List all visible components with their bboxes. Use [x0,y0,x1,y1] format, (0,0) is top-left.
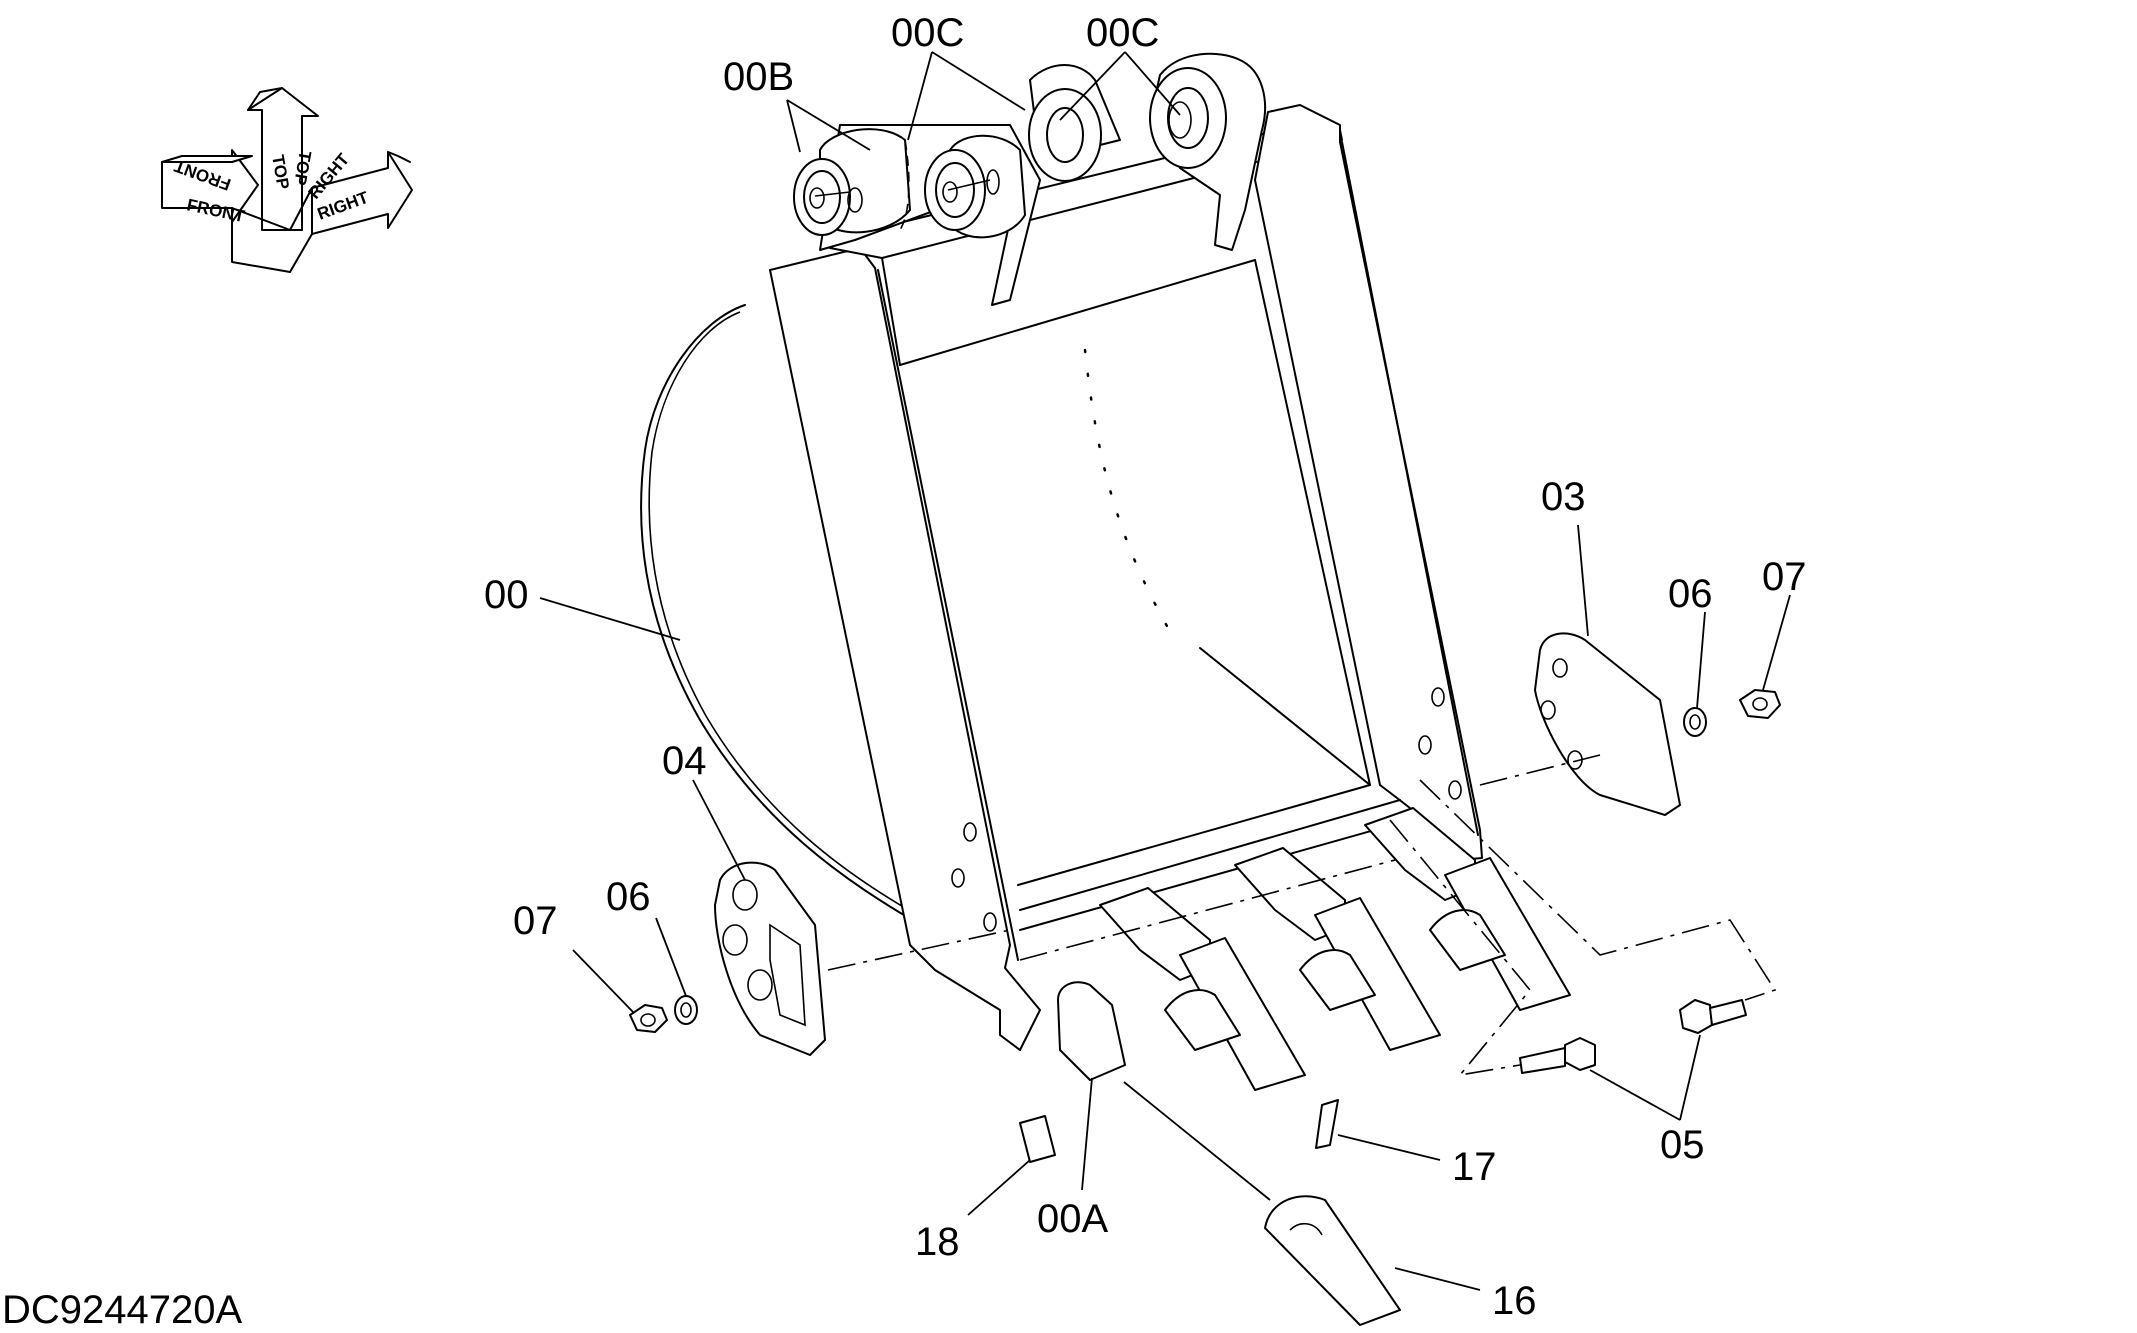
pin-bosses [793,52,1266,306]
callout-00B: 00B [723,55,794,99]
leader-lines [539,51,1791,1291]
callout-06-left: 06 [606,875,651,919]
callout-00A: 00A [1037,1197,1108,1241]
callout-18: 18 [915,1220,960,1264]
drawing-code: DC9244720A [2,1288,242,1332]
teeth-adapters [1019,807,1571,1326]
callout-00: 00 [484,573,529,617]
callout-03: 03 [1541,475,1586,519]
callout-05: 05 [1660,1123,1705,1167]
orientation-arrows-icon: FRONT FRONT TOP TOP RIGHT RIGHT [161,87,413,273]
callout-00C-left: 00C [891,11,964,55]
callout-06-right: 06 [1668,572,1713,616]
side-cutters [714,632,1681,1056]
callout-07-right: 07 [1762,555,1807,599]
callout-00C-right: 00C [1086,11,1159,55]
bolts-nuts-washers [629,689,1781,1074]
assembly-center-lines [827,754,1777,1077]
callout-07-left: 07 [513,899,558,943]
callout-17: 17 [1452,1145,1497,1189]
callout-16: 16 [1492,1279,1537,1323]
callout-04: 04 [662,739,707,783]
